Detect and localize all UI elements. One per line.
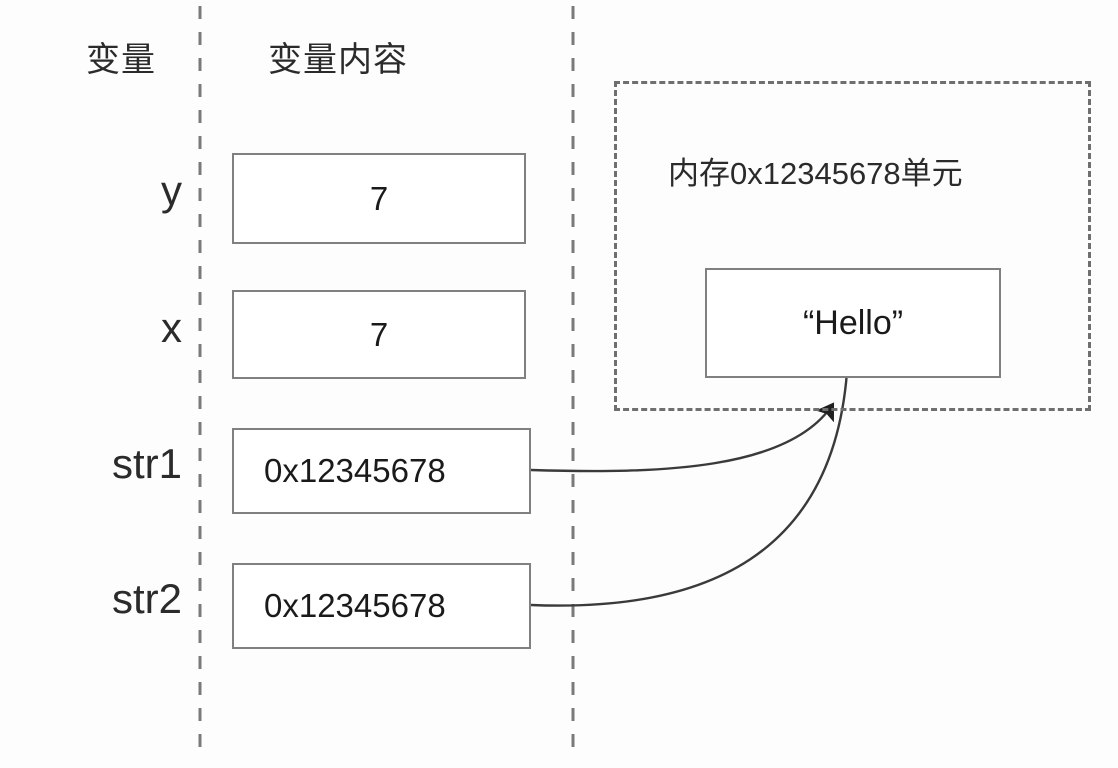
variable-label-y: y [161, 167, 182, 214]
value-box-y: 7 [232, 153, 526, 244]
pointer-arrow-str2 [530, 353, 859, 607]
variable-label-x: x [161, 304, 182, 351]
value-box-x: 7 [232, 290, 526, 379]
variable-label-str1: str1 [111, 440, 182, 487]
pointer-arrow-str1 [530, 402, 835, 473]
memory-region-boundary [614, 81, 1091, 411]
value-box-str1: 0x12345678 [232, 428, 531, 514]
column-header-variable: 变量 [86, 41, 156, 79]
memory-region-label: 内存0x12345678单元 [668, 156, 963, 191]
column-header-variable-content: 变量内容 [268, 41, 408, 79]
value-box-str2: 0x12345678 [232, 563, 531, 649]
memory-cell-value: “Hello” [705, 268, 1001, 378]
variable-label-str2: str2 [111, 575, 182, 622]
